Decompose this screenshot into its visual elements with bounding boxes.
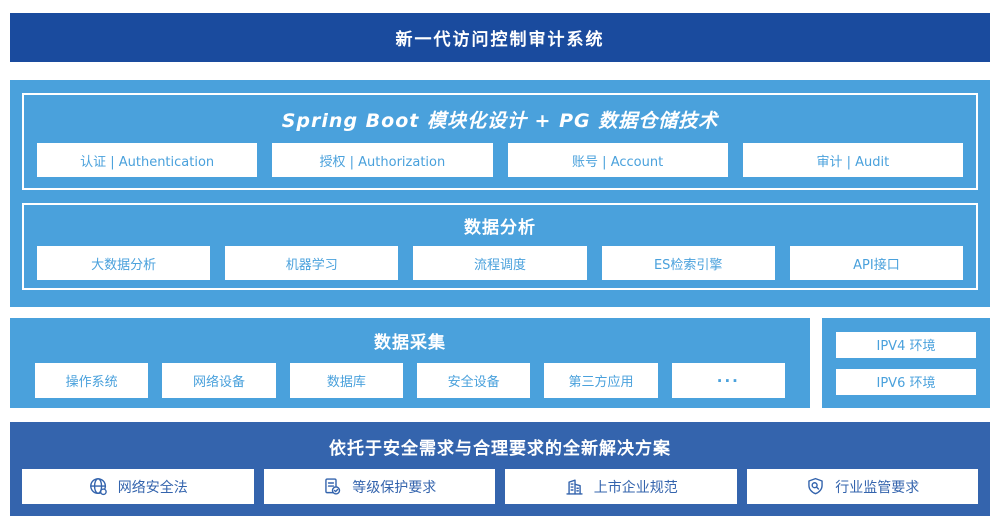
module-card-authentication: 认证 | Authentication	[37, 143, 258, 177]
module-card-label: 审计 | Audit	[816, 154, 890, 170]
ellipsis-label: ···	[716, 371, 740, 390]
collection-section: 数据采集 操作系统 网络设备 数据库 安全设备 第三方应用 ···	[10, 318, 810, 408]
solution-card-grade-protection: 等级保护要求	[263, 469, 495, 504]
environment-panel: IPV4 环境 IPV6 环境	[822, 318, 990, 408]
env-card-label: IPV4 环境	[876, 339, 936, 354]
analysis-card-api: API接口	[789, 246, 964, 280]
env-card-ipv4: IPV4 环境	[836, 331, 976, 358]
platform-panel: Spring Boot 模块化设计 + PG 数据仓储技术 认证 | Authe…	[22, 93, 978, 190]
analysis-card-label: 大数据分析	[91, 257, 157, 273]
collection-card-security-device: 安全设备	[416, 363, 531, 398]
platform-section: Spring Boot 模块化设计 + PG 数据仓储技术 认证 | Authe…	[10, 80, 990, 307]
module-card-row: 认证 | Authentication 授权 | Authorization 账…	[24, 143, 976, 177]
env-card-label: IPV6 环境	[876, 376, 936, 391]
solution-card-label: 等级保护要求	[352, 479, 437, 496]
analysis-card-row: 大数据分析 机器学习 流程调度 ES检索引擎 API接口	[24, 246, 976, 280]
module-card-label: 认证 | Authentication	[80, 154, 215, 170]
analysis-card-es: ES检索引擎	[601, 246, 775, 280]
collection-card-os: 操作系统	[35, 363, 149, 398]
env-card-ipv6: IPV6 环境	[836, 368, 976, 395]
collection-card-label: 第三方应用	[568, 375, 634, 390]
analysis-card-label: ES检索引擎	[653, 257, 723, 273]
collection-card-more: ···	[671, 363, 785, 398]
module-card-account: 账号 | Account	[507, 143, 728, 177]
module-card-label: 账号 | Account	[572, 154, 664, 170]
solution-card-label: 网络安全法	[117, 479, 188, 496]
analysis-card-label: API接口	[853, 257, 900, 273]
solution-card-label: 行业监管要求	[835, 479, 920, 496]
collection-card-database: 数据库	[289, 363, 403, 398]
collection-card-network-device: 网络设备	[162, 363, 276, 398]
collection-card-row: 操作系统 网络设备 数据库 安全设备 第三方应用 ···	[10, 363, 810, 398]
shield-search-icon	[805, 476, 826, 497]
module-card-label: 授权 | Authorization	[319, 154, 446, 170]
solution-title: 依托于安全需求与合理要求的全新解决方案	[329, 439, 671, 459]
collection-card-label: 网络设备	[192, 375, 245, 390]
analysis-title: 数据分析	[464, 218, 536, 238]
solution-card-label: 上市企业规范	[593, 479, 678, 496]
module-card-authorization: 授权 | Authorization	[272, 143, 493, 177]
analysis-card-bigdata: 大数据分析	[37, 246, 211, 280]
analysis-card-label: 流程调度	[474, 257, 527, 273]
analysis-panel: 数据分析 大数据分析 机器学习 流程调度 ES检索引擎 API接口	[22, 203, 978, 290]
collection-card-label: 安全设备	[447, 375, 500, 390]
banner: 新一代访问控制审计系统	[10, 13, 990, 62]
collection-card-label: 操作系统	[65, 375, 118, 390]
analysis-card-ml: 机器学习	[225, 246, 399, 280]
solution-card-industry-regulation: 行业监管要求	[746, 469, 978, 504]
document-check-icon	[322, 476, 343, 497]
analysis-card-label: 机器学习	[285, 257, 338, 273]
solution-card-row: 网络安全法 等级保护要求	[10, 469, 990, 504]
globe-icon	[88, 476, 109, 497]
analysis-card-workflow: 流程调度	[413, 246, 587, 280]
solution-card-cybersecurity-law: 网络安全法	[22, 469, 254, 504]
module-card-audit: 审计 | Audit	[742, 143, 963, 177]
solution-section: 依托于安全需求与合理要求的全新解决方案 网络安全法	[10, 422, 990, 516]
platform-title: Spring Boot 模块化设计 + PG 数据仓储技术	[281, 110, 719, 132]
collection-card-thirdparty: 第三方应用	[544, 363, 658, 398]
collection-card-label: 数据库	[326, 375, 366, 390]
solution-card-listed-company: 上市企业规范	[505, 469, 737, 504]
banner-title: 新一代访问控制审计系统	[395, 30, 605, 50]
building-icon	[564, 476, 585, 497]
collection-title: 数据采集	[374, 333, 446, 353]
